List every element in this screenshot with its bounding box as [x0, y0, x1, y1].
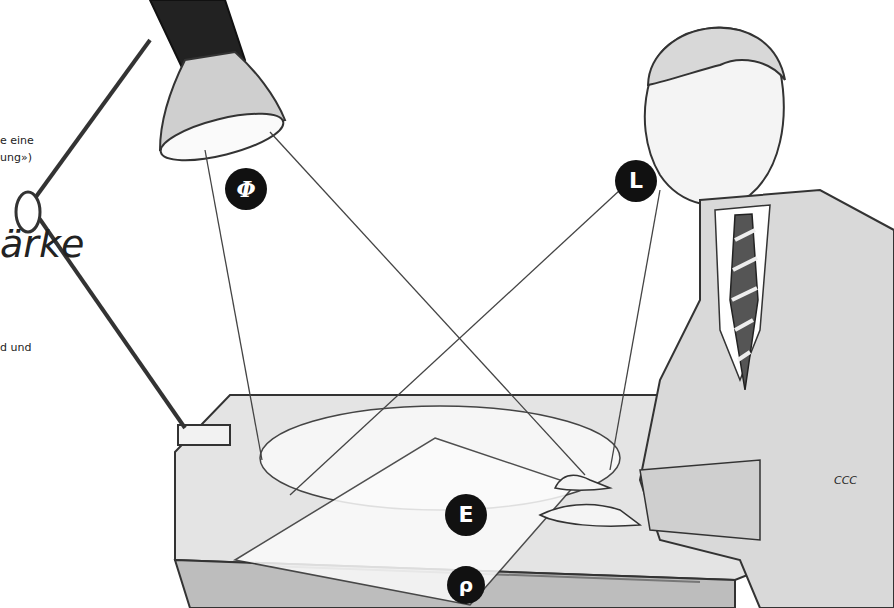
- lamp-base: [178, 425, 230, 445]
- view-ray: [290, 190, 620, 495]
- symbol-circle: Φ: [225, 168, 267, 210]
- signature: CCC: [834, 474, 857, 487]
- man-hair: [648, 28, 785, 85]
- man-hand: [540, 505, 640, 527]
- side-text: ung»): [0, 151, 32, 164]
- side-text: d und: [0, 341, 31, 354]
- quantity-symbol: E: [458, 504, 473, 526]
- quantity-symbol: Φ: [236, 178, 255, 200]
- quantity-symbol: ρ: [459, 575, 473, 595]
- symbol-circle: ρ: [447, 566, 485, 604]
- symbol-circle: L: [615, 160, 657, 202]
- symbol-circle: E: [445, 494, 487, 536]
- side-text: e eine: [0, 134, 34, 147]
- man-sleeve: [640, 460, 760, 540]
- tie-stripes: [732, 230, 757, 360]
- lamp-arm: [30, 40, 150, 205]
- lamp-opening: [157, 104, 288, 169]
- light-ray: [270, 132, 585, 475]
- side-heading: ärke: [0, 222, 84, 266]
- man-tie: [730, 214, 758, 390]
- quantity-symbol: L: [629, 170, 643, 192]
- man-suit: [640, 190, 894, 608]
- man-hand: [555, 475, 610, 490]
- paper-sheet: [235, 438, 575, 605]
